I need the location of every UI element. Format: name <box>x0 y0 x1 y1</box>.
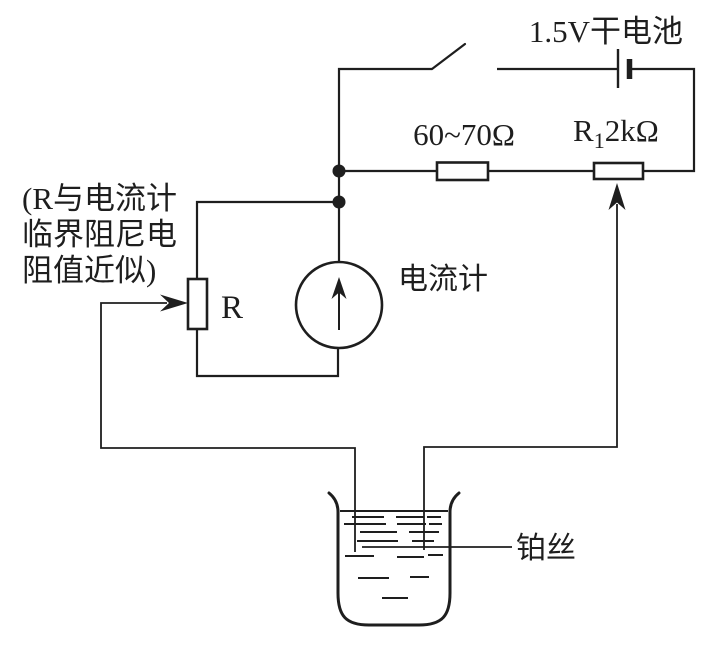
wire-battery-right <box>630 67 696 173</box>
resistor-60-70ohm-body <box>435 161 490 182</box>
note-line: (R与电流计 <box>22 181 177 216</box>
beaker-outline <box>327 491 461 627</box>
galvanometer-label: 电流计 <box>398 263 488 296</box>
wire-branch-left-top <box>195 200 339 279</box>
rheostat-r-body <box>186 277 209 331</box>
wire-r-wiper-to-electrode <box>100 302 356 552</box>
galvanometer-needle-head-icon <box>331 277 347 299</box>
note-line: 临界阻尼电 <box>22 217 177 252</box>
potentiometer-r1-label: R12kΩ <box>573 113 659 153</box>
potentiometer-r1-wiper-arrowhead-icon <box>608 183 626 210</box>
potentiometer-r1-body <box>592 161 645 181</box>
wire-r1-wiper-to-electrode <box>423 204 618 550</box>
note-text: (R与电流计 临界阻尼电 阻值近似) <box>22 181 177 288</box>
series-resistor-label: 60~70Ω <box>413 117 515 152</box>
platinum-wire-label: 铂丝 <box>516 532 576 565</box>
rheostat-r-label: R <box>221 290 243 326</box>
note-line: 阻值近似) <box>22 253 156 288</box>
battery-label: 1.5V干电池 <box>529 14 683 49</box>
wire-branch-left-bottom <box>195 329 340 378</box>
junction-dot-top <box>332 164 346 178</box>
liquid-marks <box>344 516 443 599</box>
potentiometer-r1-value: 2kΩ <box>605 113 659 148</box>
potentiometer-r1-name: R <box>573 113 594 148</box>
rheostat-r-wiper-arrowhead-icon <box>160 294 188 312</box>
junction-dot-bottom <box>332 195 346 209</box>
potentiometer-r1-subscript: 1 <box>594 128 605 153</box>
switch-blade <box>430 42 467 71</box>
wire-switch-left <box>337 67 432 202</box>
